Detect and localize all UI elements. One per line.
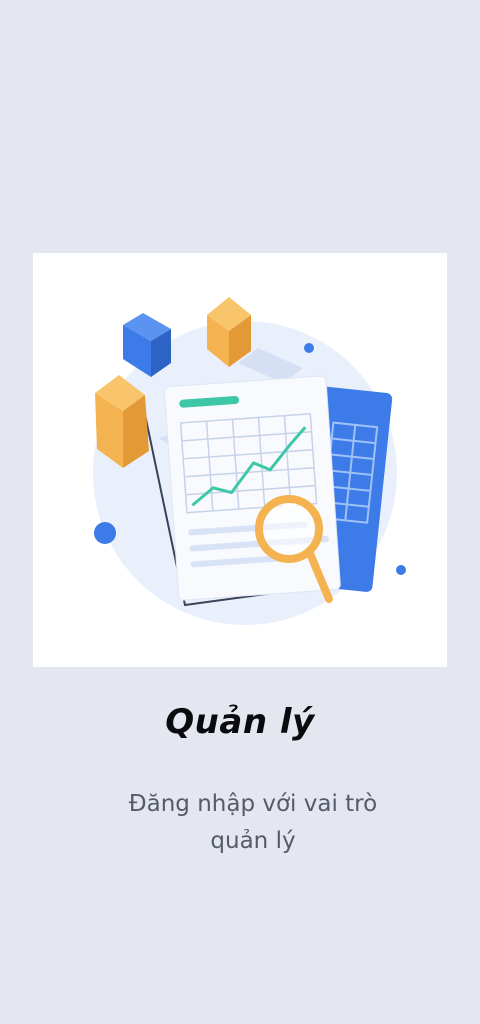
decor-dot xyxy=(396,565,406,575)
manager-role-card[interactable] xyxy=(33,253,447,667)
report-title-bar xyxy=(179,396,240,408)
analytics-report-illustration xyxy=(93,297,406,625)
orange-cube-small-icon xyxy=(207,297,251,367)
cube-shadow xyxy=(238,348,303,383)
decor-dot xyxy=(304,343,314,353)
report-grid xyxy=(179,413,318,514)
trend-line xyxy=(191,426,307,507)
blue-cube-icon xyxy=(123,313,171,377)
orange-cube-large-icon xyxy=(95,375,149,468)
decor-dot xyxy=(94,522,116,544)
magnifier-icon xyxy=(255,495,333,603)
role-description: Đăng nhập với vai trò quản lý xyxy=(128,791,378,854)
role-title: Quản lý xyxy=(165,702,315,742)
